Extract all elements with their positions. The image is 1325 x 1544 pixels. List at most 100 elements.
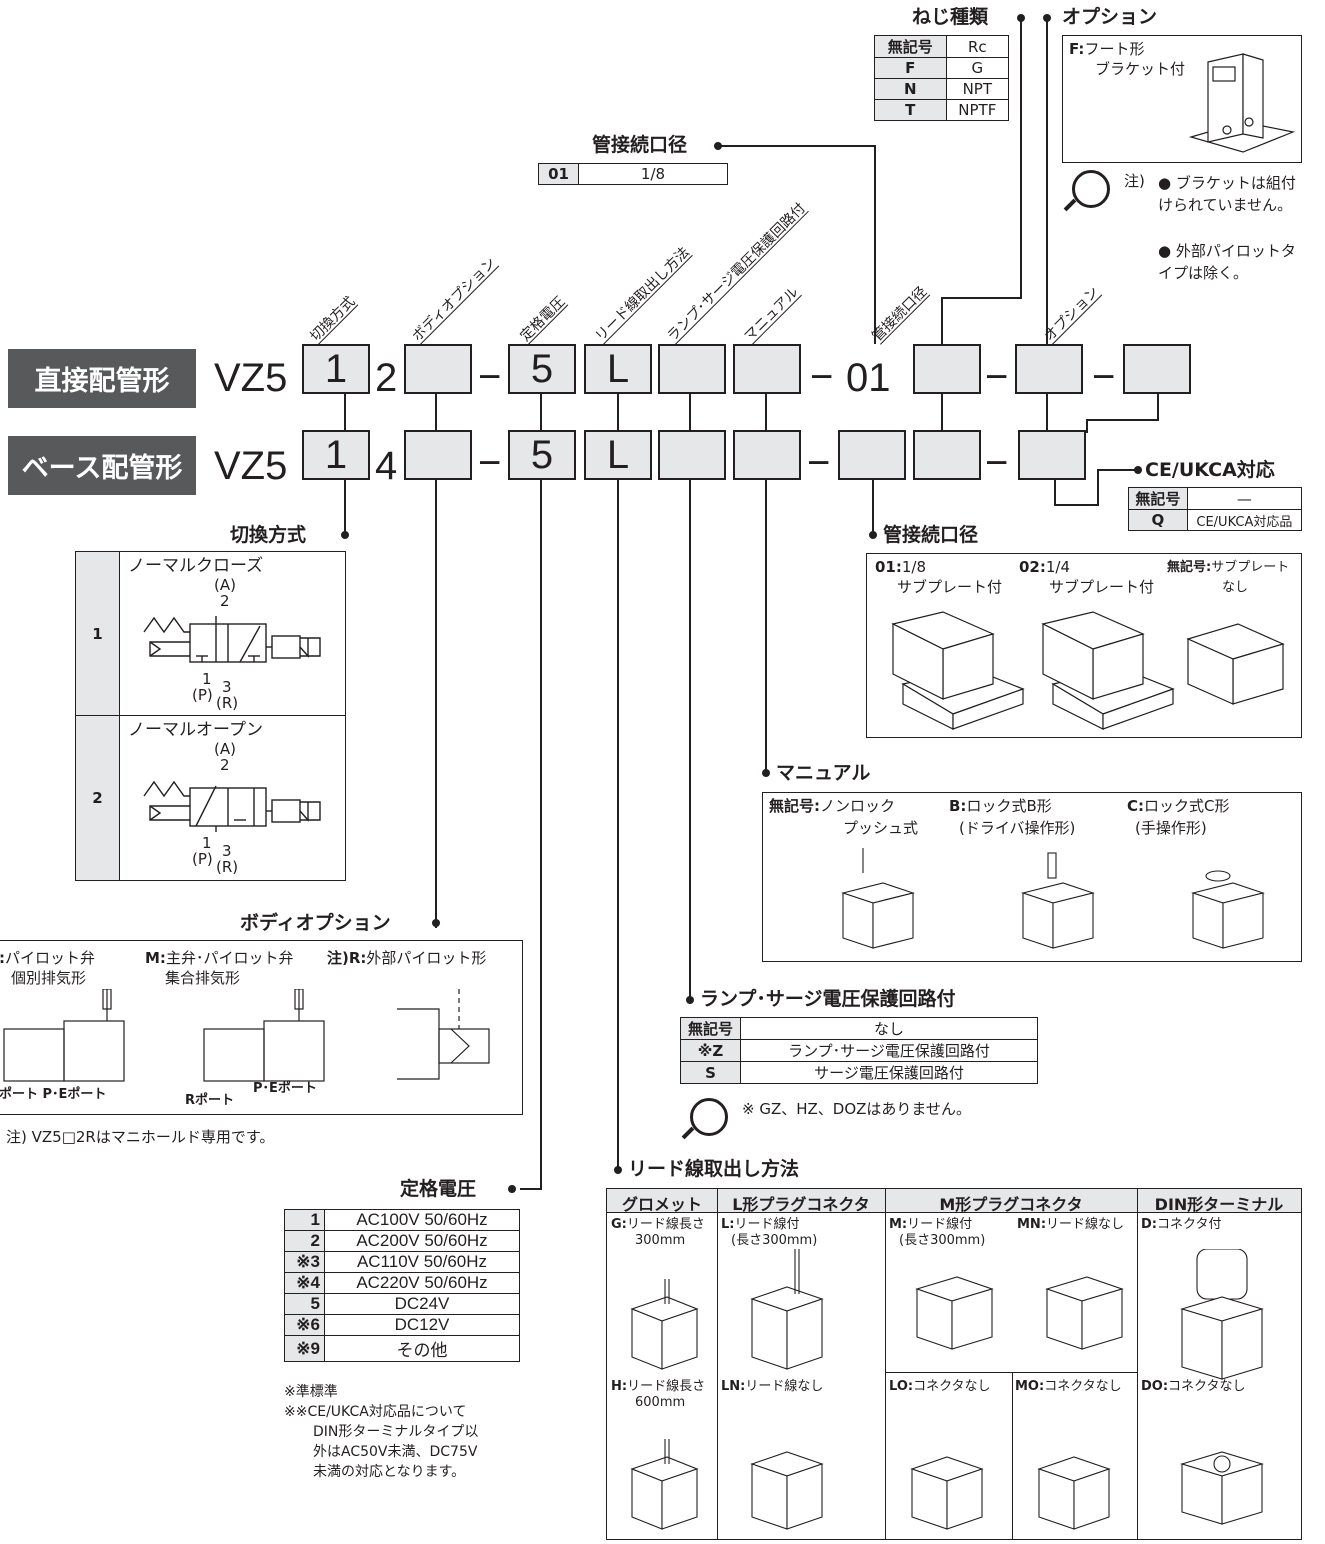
ce-code: 無記号 — [1128, 487, 1188, 510]
lamp-title: ランプ･サージ電圧保護回路付 — [700, 988, 956, 1010]
hyphen: − — [810, 355, 834, 399]
code-box-lead[interactable]: L — [584, 344, 652, 394]
voltage-value: その他 — [324, 1335, 520, 1362]
lead-code: G: — [611, 1217, 627, 1232]
body-option-ports: ポート P･Eポート — [0, 1087, 107, 1102]
lamp-note: ※ GZ、HZ、DOZはありません。 — [742, 1100, 971, 1118]
voltage-value: DC24V — [324, 1293, 520, 1315]
manual-l1: ノンロック — [820, 797, 896, 815]
code-box-lamp[interactable] — [658, 430, 726, 480]
manual-illustrations — [841, 848, 1265, 949]
port-label: 3 — [222, 678, 232, 696]
code-box-switch[interactable]: 1 — [302, 430, 370, 480]
code-box-manual[interactable] — [733, 344, 801, 394]
body-option-code: : — [0, 949, 5, 967]
port-base-desc: サブプレート付 — [1049, 578, 1155, 596]
lamp-value: なし — [740, 1017, 1038, 1040]
lead-code: L: — [721, 1217, 735, 1232]
code-box-switch[interactable]: 1 — [302, 344, 370, 394]
lamp-value: ランプ･サージ電圧保護回路付 — [740, 1039, 1038, 1062]
port-base-code: 02: — [1019, 558, 1046, 576]
option-line2: ブラケット付 — [1095, 60, 1186, 78]
code-box-thread[interactable] — [913, 344, 981, 394]
switching-code-1: 1 — [76, 552, 120, 715]
port-base-size: サブプレート — [1211, 560, 1290, 575]
manual-l2: プッシュ式 — [843, 819, 919, 837]
manual-code: 無記号: — [769, 797, 820, 815]
lead-header-grommet: グロメット — [621, 1195, 702, 1214]
voltage-code: 1 — [284, 1209, 325, 1231]
body-option-code: M: — [145, 949, 166, 967]
bullet-icon: ● — [1158, 174, 1176, 192]
manual-title: マニュアル — [776, 762, 871, 784]
body-option-note: 注) VZ5□2Rはマニホールド専用です。 — [6, 1128, 275, 1146]
voltage-note: ※準標準 — [284, 1384, 338, 1400]
thread-code: T — [874, 99, 947, 121]
body-option-l2: 集合排気形 — [165, 969, 241, 987]
lead-l1: リード線付 — [907, 1217, 973, 1232]
manual-frame: 無記号:ノンロック プッシュ式 B:ロック式B形 (ドライバ操作形) C:ロック… — [762, 792, 1302, 962]
option-code: F: — [1069, 40, 1085, 58]
ce-value: CE/UKCA対応品 — [1186, 509, 1303, 531]
option-note-2: ● 外部パイロットタイプは除く。 — [1158, 240, 1306, 284]
body-option-l2: 個別排気形 — [11, 969, 87, 987]
option-line1: フート形 — [1084, 40, 1145, 58]
model-prefix: VZ5 — [214, 356, 288, 400]
voltage-title: 定格電圧 — [400, 1178, 477, 1200]
code-port: 01 — [846, 356, 891, 400]
body-option-code: 注)R: — [327, 949, 367, 967]
code-box-lead[interactable]: L — [584, 430, 652, 480]
bullet-dot — [1043, 14, 1051, 22]
ce-code: Q — [1128, 509, 1188, 531]
port-base-size: 1/8 — [901, 558, 927, 576]
manual-code: B: — [949, 797, 967, 815]
bullet-dot — [1017, 14, 1025, 22]
code-box-body-option[interactable] — [404, 344, 472, 394]
switching-name-2: ノーマルオープン — [128, 720, 263, 740]
option-frame: F:フート形 ブラケット付 — [1062, 35, 1302, 163]
code-box-body-option[interactable] — [404, 430, 472, 480]
bullet-dot — [1134, 466, 1142, 474]
bullet-dot — [714, 142, 722, 150]
port-value: 1/8 — [578, 163, 728, 185]
code-box-option[interactable] — [1018, 430, 1086, 480]
hyphen: − — [478, 355, 502, 399]
lamp-code: ※Z — [680, 1039, 741, 1062]
bullet-dot — [686, 996, 694, 1004]
body-option-l1: パイロット弁 — [5, 949, 96, 967]
body-option-ports: P･Eポート — [253, 1081, 317, 1096]
switching-code-2: 2 — [76, 716, 120, 880]
voltage-note: 未満の対応となります。 — [313, 1464, 466, 1480]
lead-l2: 300mm — [635, 1233, 686, 1248]
lead-l1: コネクタなし — [1044, 1379, 1122, 1394]
manual-l2: (ドライバ操作形) — [959, 819, 1076, 837]
code-box-voltage[interactable]: 5 — [508, 430, 576, 480]
port-label: (R) — [216, 858, 239, 876]
port-label: (A) — [214, 576, 236, 594]
voltage-note: ※※CE/UKCA対応品について — [284, 1404, 467, 1420]
code-box-option[interactable] — [1015, 344, 1083, 394]
code-box-port[interactable] — [838, 430, 906, 480]
code-box-ce[interactable] — [1123, 344, 1191, 394]
lead-l1: リード線長さ — [627, 1379, 706, 1394]
voltage-code: 2 — [284, 1230, 325, 1252]
port-label: 2 — [220, 592, 230, 610]
lamp-code: 無記号 — [680, 1017, 741, 1040]
code-box-voltage[interactable]: 5 — [508, 344, 576, 394]
code-box-thread[interactable] — [913, 430, 981, 480]
port-label: 1 — [202, 834, 212, 852]
magnifier-icon — [1072, 170, 1110, 208]
option-note-1: ● ブラケットは組付けられていません。 — [1158, 172, 1306, 216]
ce-title: CE/UKCA対応 — [1145, 459, 1275, 481]
option-note-2-text: 外部パイロットタイプは除く。 — [1158, 242, 1296, 282]
voltage-note: DIN形ターミナルタイプ以 — [313, 1424, 479, 1440]
code-box-manual[interactable] — [733, 430, 801, 480]
manual-l2: (手操作形) — [1135, 819, 1207, 837]
port-base-desc: なし — [1222, 580, 1249, 595]
code-box-lamp[interactable] — [658, 344, 726, 394]
tag-direct-piping: 直接配管形 — [8, 349, 196, 408]
